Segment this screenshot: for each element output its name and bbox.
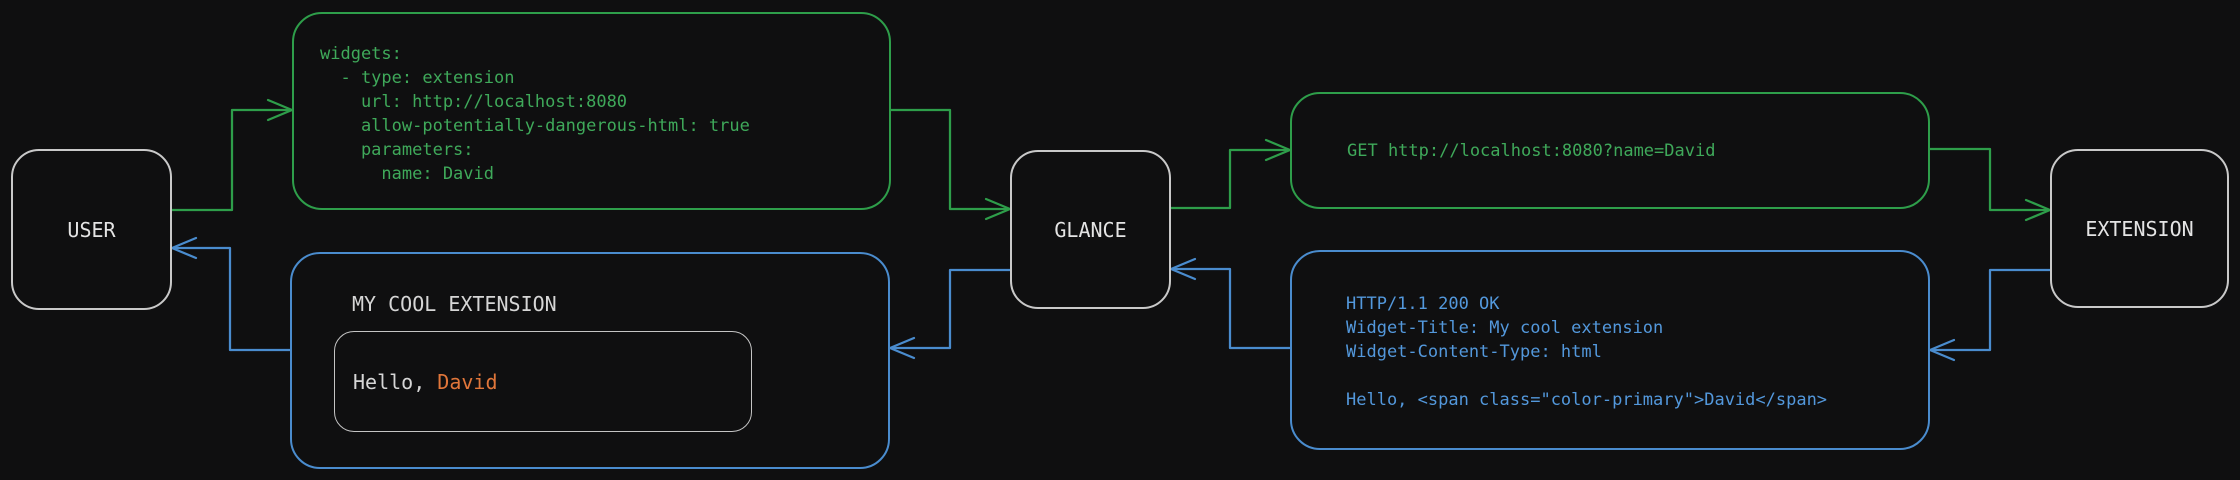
http-request-line: GET http://localhost:8080?name=David — [1347, 140, 1716, 161]
wire-user-to-config — [170, 108, 292, 212]
arrowhead-glance-response-icon — [1169, 257, 1197, 281]
node-user: USER — [11, 149, 172, 310]
config-line: name: David — [320, 164, 494, 184]
node-glance: GLANCE — [1010, 150, 1171, 309]
wire-glance-to-widget — [890, 268, 1012, 350]
node-glance-label: GLANCE — [1054, 217, 1127, 242]
arrowhead-user-icon — [170, 236, 198, 260]
arrowhead-request-box-icon — [1264, 138, 1292, 162]
wire-extension-to-response — [1930, 268, 2052, 352]
config-yaml-box: widgets: - type: extension url: http://l… — [292, 12, 891, 210]
arrowhead-glance-request-icon — [984, 197, 1012, 221]
wire-request-to-extension — [1928, 147, 2050, 212]
greeting-prefix: Hello, — [353, 369, 438, 394]
arrowhead-response-box-icon — [1928, 338, 1956, 362]
http-response-box: HTTP/1.1 200 OK Widget-Title: My cool ex… — [1290, 250, 1930, 450]
arrowhead-widget-box-icon — [888, 336, 916, 360]
rendered-widget-box: MY COOL EXTENSION Hello, David — [290, 252, 890, 469]
node-extension: EXTENSION — [2050, 149, 2229, 308]
wire-widget-to-user — [172, 246, 292, 352]
config-line: url: http://localhost:8080 — [320, 92, 628, 112]
response-line: HTTP/1.1 200 OK — [1346, 294, 1500, 314]
response-line: Widget-Title: My cool extension — [1346, 318, 1664, 338]
response-line — [1346, 364, 1908, 388]
wire-config-to-glance — [889, 108, 1010, 211]
arrowhead-extension-icon — [2024, 198, 2052, 222]
response-line: Hello, <span class="color-primary">David… — [1346, 390, 1828, 410]
widget-title: MY COOL EXTENSION — [352, 292, 557, 316]
wire-response-to-glance — [1171, 267, 1292, 350]
config-line: - type: extension — [320, 68, 515, 88]
arrowhead-config-icon — [266, 98, 294, 122]
node-user-label: USER — [67, 217, 116, 242]
config-line: allow-potentially-dangerous-html: true — [320, 116, 750, 136]
node-extension-label: EXTENSION — [2085, 216, 2194, 241]
wire-glance-to-request — [1169, 148, 1290, 210]
response-line: Widget-Content-Type: html — [1346, 342, 1602, 362]
widget-content-box: Hello, David — [334, 331, 752, 432]
greeting-name: David — [437, 369, 498, 394]
config-line: widgets: — [320, 44, 402, 64]
http-request-box: GET http://localhost:8080?name=David — [1290, 92, 1930, 209]
config-line: parameters: — [320, 140, 474, 160]
